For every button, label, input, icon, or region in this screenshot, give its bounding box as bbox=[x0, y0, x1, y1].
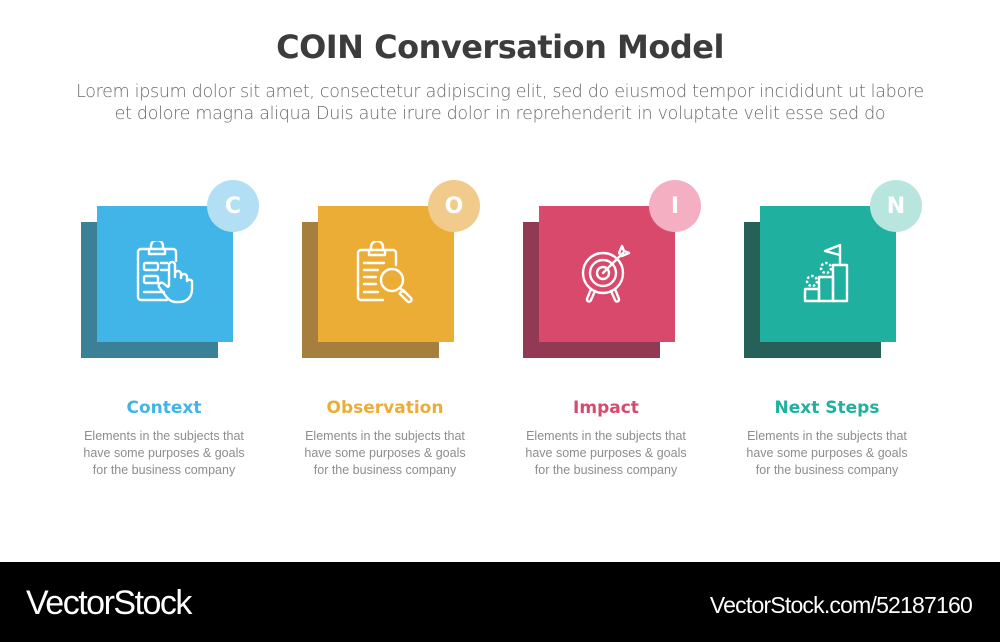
step-letter-badge: I bbox=[649, 180, 701, 232]
step-description: Elements in the subjects that have some … bbox=[525, 429, 687, 477]
card-front bbox=[97, 206, 233, 342]
image-url: VectorStock.com/52187160 bbox=[709, 592, 973, 618]
step-card-observation: O Observation Elements in the subjects t… bbox=[302, 180, 502, 500]
steps-flag-icon bbox=[803, 243, 853, 305]
page-subtitle: Lorem ipsum dolor sit amet, consectetur … bbox=[40, 81, 960, 125]
step-card-context: C Context Elements in the subjects that … bbox=[81, 180, 281, 500]
step-label: Context bbox=[126, 398, 202, 418]
step-label: Observation bbox=[326, 398, 444, 418]
clipboard-magnifier-icon bbox=[355, 241, 417, 307]
step-card-next-steps: N Next Steps Elements in the subjects th… bbox=[744, 180, 944, 500]
step-card-impact: I Impact Elements in the subjects that h… bbox=[523, 180, 723, 500]
step-letter-badge: O bbox=[428, 180, 480, 232]
page-title: COIN Conversation Model bbox=[276, 28, 724, 66]
step-letter-badge: N bbox=[870, 180, 922, 232]
step-label: Next Steps bbox=[774, 398, 880, 418]
step-letter-badge: C bbox=[207, 180, 259, 232]
brand-logo: VectorStock bbox=[26, 584, 192, 622]
step-description: Elements in the subjects that have some … bbox=[83, 429, 245, 477]
step-description: Elements in the subjects that have some … bbox=[304, 429, 466, 477]
card-front bbox=[760, 206, 896, 342]
subtitle-line-2: et dolore magna aliqua Duis aute irure d… bbox=[114, 104, 886, 124]
step-description: Elements in the subjects that have some … bbox=[746, 429, 908, 477]
target-arrow-icon bbox=[579, 243, 635, 305]
watermark-footer: VectorStock VectorStock.com/52187160 bbox=[0, 562, 1000, 642]
card-front bbox=[318, 206, 454, 342]
card-front bbox=[539, 206, 675, 342]
clipboard-hand-icon bbox=[135, 241, 195, 307]
step-label: Impact bbox=[573, 398, 639, 418]
subtitle-line-1: Lorem ipsum dolor sit amet, consectetur … bbox=[76, 82, 924, 102]
